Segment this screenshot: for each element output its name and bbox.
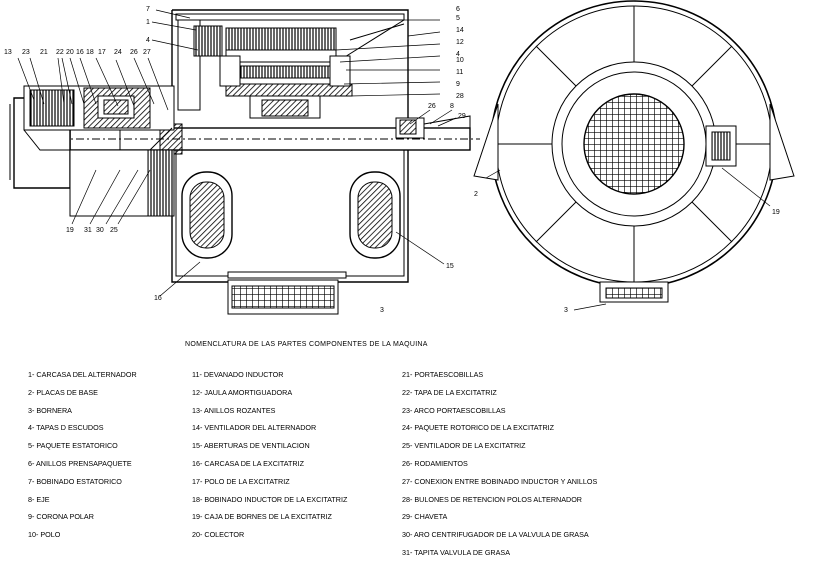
legend-item-22: 22- TAPA DE LA EXCITATRIZ [402, 387, 497, 397]
callout-19b: 19 [772, 209, 780, 216]
legend-item-27: 27- CONEXION ENTRE BOBINADO INDUCTOR Y A… [402, 476, 598, 486]
callout-9: 9 [456, 81, 460, 88]
legend-item-10: 10- POLO [28, 530, 61, 540]
leader-lines [17, 9, 771, 311]
callout-4b: 4 [456, 51, 460, 58]
legend-item-28: 28- BULONES DE RETENCION POLOS ALTERNADO… [402, 494, 582, 504]
legend-item-29: 29- CHAVETA [402, 512, 448, 522]
legend-item-23: 23- ARCO PORTAESCOBILLAS [402, 405, 506, 415]
callout-25: 25 [110, 227, 118, 234]
machine-drawing: 7 1 4 5 6 14 12 4 11 9 28 10 13 23 21 22… [4, 0, 795, 315]
callout-2: 2 [474, 191, 478, 198]
callout-4: 4 [146, 37, 150, 44]
callout-24: 24 [114, 49, 122, 56]
callout-15: 15 [446, 263, 454, 270]
legend-column-3: 21- PORTAESCOBILLAS 22- TAPA DE LA EXCIT… [402, 370, 597, 566]
legend-item-18: 18- BOBINADO INDUCTOR DE LA EXCITATRIZ [192, 494, 348, 504]
legend-item-11: 11- DEVANADO INDUCTOR [192, 370, 284, 379]
legend-item-1: 1- CARCASA DEL ALTERNADOR [28, 370, 137, 379]
callout-16: 16 [76, 49, 84, 56]
side-section-view [9, 9, 480, 315]
legend-item-25: 25- VENTILADOR DE LA EXCITATRIZ [402, 441, 526, 451]
callout-22: 22 [56, 49, 64, 56]
callout-20: 20 [66, 49, 74, 56]
callout-8: 8 [450, 103, 454, 110]
callout-16b: 16 [154, 295, 162, 302]
callout-7: 7 [146, 6, 150, 13]
legend-item-26: 26- RODAMIENTOS [402, 458, 468, 468]
callout-14: 14 [456, 27, 464, 34]
legend-item-31: 31- TAPITA VALVULA DE GRASA [402, 547, 510, 557]
callout-21: 21 [40, 49, 48, 56]
callout-31: 31 [84, 227, 92, 234]
callout-13: 13 [4, 49, 12, 56]
callout-6: 6 [456, 6, 460, 13]
legend-item-20: 20- COLECTOR [192, 530, 245, 540]
legend-item-16: 16- CARCASA DE LA EXCITATRIZ [192, 458, 304, 468]
callout-30: 30 [96, 227, 104, 234]
callouts: 7 1 4 5 6 14 12 4 11 9 28 10 13 23 21 22… [4, 6, 780, 314]
callout-11: 11 [456, 69, 463, 76]
legend-column-2: 11- DEVANADO INDUCTOR 12- JAULA AMORTIGU… [192, 370, 347, 548]
callout-26: 26 [130, 49, 138, 56]
legend-item-2: 2- PLACAS DE BASE [28, 387, 98, 397]
legend-item-5: 5- PAQUETE ESTATORICO [28, 441, 118, 451]
legend-item-9: 9- CORONA POLAR [28, 512, 94, 522]
legend-item-12: 12- JAULA AMORTIGUADORA [192, 387, 293, 397]
legend-item-13: 13- ANILLOS ROZANTES [192, 405, 276, 415]
legend-item-4: 4- TAPAS D ESCUDOS [28, 423, 104, 433]
legend-item-15: 15- ABERTURAS DE VENTILACION [192, 441, 310, 451]
callout-3: 3 [380, 307, 384, 314]
legend-item-3: 3- BORNERA [28, 405, 72, 415]
callout-19: 19 [66, 227, 74, 234]
callout-5: 5 [456, 15, 460, 22]
callout-27: 27 [143, 49, 151, 56]
legend-title: NOMENCLATURA DE LAS PARTES COMPONENTES D… [185, 341, 428, 348]
callout-26b: 26 [428, 103, 436, 110]
legend-item-8: 8- EJE [28, 494, 50, 504]
legend-column-1: 1- CARCASA DEL ALTERNADOR 2- PLACAS DE B… [28, 370, 137, 548]
end-view [473, 0, 795, 303]
legend-item-21: 21- PORTAESCOBILLAS [402, 370, 484, 379]
callout-29: 29 [458, 113, 466, 120]
callout-1: 1 [146, 19, 150, 26]
callout-28: 28 [456, 93, 464, 100]
callout-18: 18 [86, 49, 94, 56]
callout-3b: 3 [564, 307, 568, 314]
callout-10: 10 [456, 57, 464, 64]
legend-item-30: 30- ARO CENTRIFUGADOR DE LA VALVULA DE G… [402, 530, 589, 540]
callout-17: 17 [98, 49, 106, 56]
callout-12: 12 [456, 39, 464, 46]
legend-item-7: 7- BOBINADO ESTATORICO [28, 476, 122, 486]
legend-item-24: 24- PAQUETE ROTORICO DE LA EXCITATRIZ [402, 423, 555, 433]
legend-item-19: 19- CAJA DE BORNES DE LA EXCITATRIZ [192, 512, 332, 522]
legend-item-14: 14- VENTILADOR DEL ALTERNADOR [192, 423, 317, 433]
callout-23: 23 [22, 49, 30, 56]
legend-item-6: 6- ANILLOS PRENSAPAQUETE [28, 458, 132, 468]
legend-item-17: 17- POLO DE LA EXCITATRIZ [192, 476, 290, 486]
